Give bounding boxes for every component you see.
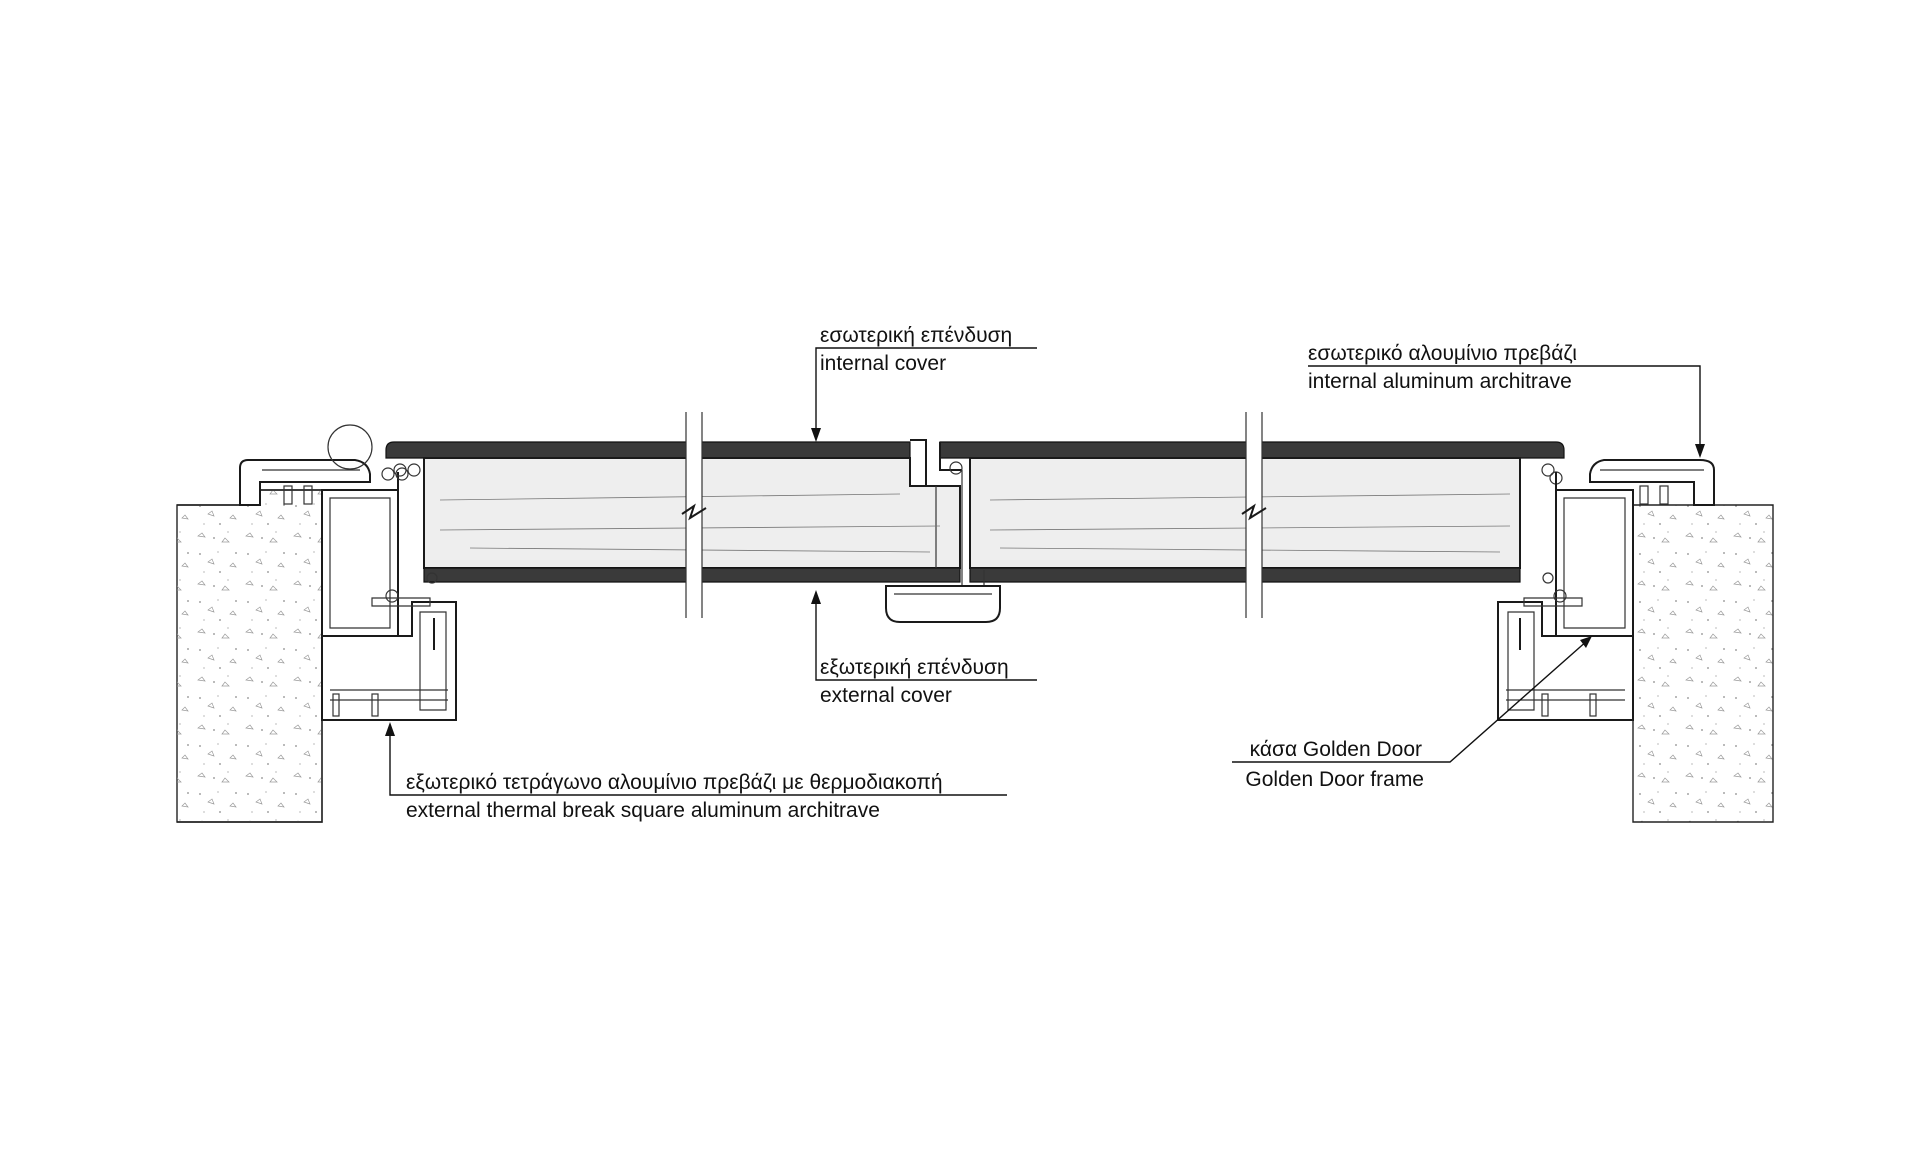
leader-internal-cover (811, 347, 1037, 442)
leader-external-cover (811, 590, 1037, 681)
internal-cover-greek: εσωτερική επένδυση (820, 324, 1012, 347)
external-cover-english: external cover (820, 684, 952, 707)
internal-architrave-greek: εσωτερικό αλουμίνιο πρεβάζι (1308, 342, 1577, 365)
frame-greek: κάσα Golden Door (1250, 738, 1422, 761)
left-wall (176, 489, 323, 823)
leader-external-architrave (385, 722, 1007, 796)
right-wall (1632, 504, 1774, 823)
label-external-cover: εξωτερική επένδυση external cover (820, 656, 1009, 707)
handle-plate (885, 585, 1001, 623)
external-architrave-english: external thermal break square aluminum a… (406, 799, 880, 822)
frame-english: Golden Door frame (1245, 768, 1424, 791)
external-architrave-greek: εξωτερικό τετράγωνο αλουμίνιο πρεβάζι με… (406, 771, 943, 794)
left-frame (239, 424, 457, 721)
break-lines (681, 410, 1267, 620)
left-door-leaf (385, 439, 961, 584)
leader-frame (1232, 636, 1592, 763)
label-frame: κάσα Golden Door Golden Door frame (1245, 738, 1424, 791)
leader-internal-architrave (1308, 365, 1705, 458)
label-internal-architrave: εσωτερικό αλουμίνιο πρεβάζι internal alu… (1308, 342, 1577, 393)
label-internal-cover: εσωτερική επένδυση internal cover (820, 324, 1012, 375)
external-cover-greek: εξωτερική επένδυση (820, 656, 1009, 679)
internal-cover-english: internal cover (820, 352, 946, 375)
internal-architrave-english: internal aluminum architrave (1308, 370, 1572, 393)
label-external-architrave: εξωτερικό τετράγωνο αλουμίνιο πρεβάζι με… (406, 771, 943, 822)
